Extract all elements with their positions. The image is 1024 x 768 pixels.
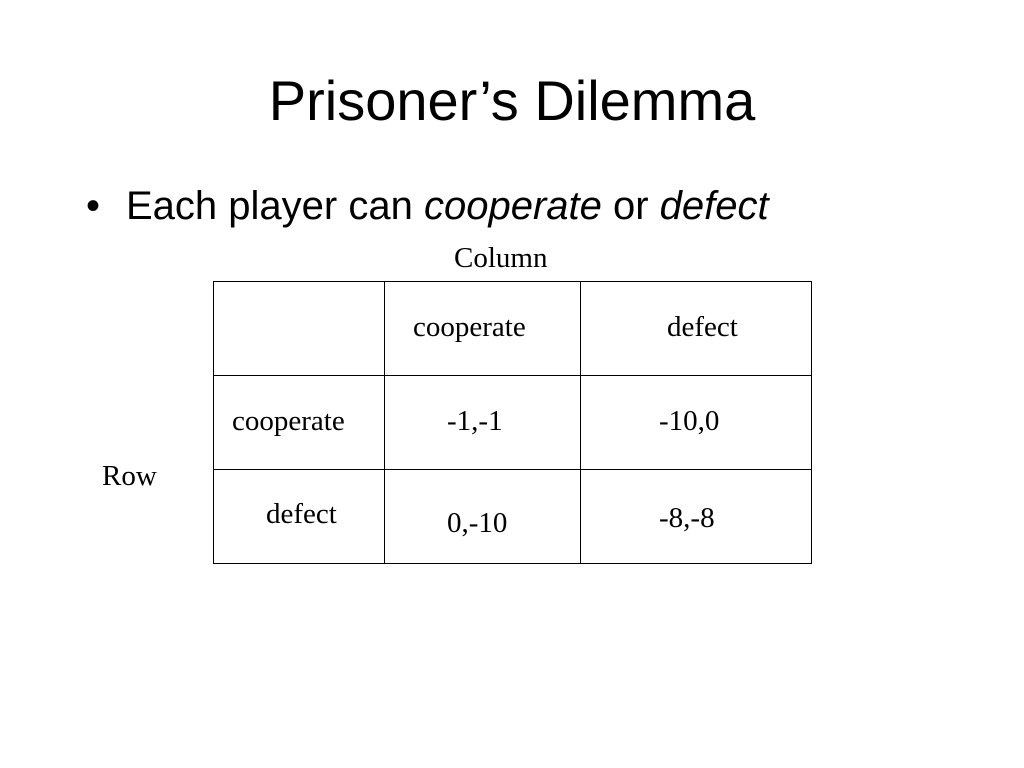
- column-header-defect-text: defect: [667, 311, 738, 343]
- bullet-text-middle: or: [601, 184, 660, 228]
- payoff-cell: 0,-10: [384, 469, 581, 564]
- bullet-marker: •: [86, 184, 101, 228]
- column-header-cooperate-text: cooperate: [413, 311, 526, 343]
- bullet-emphasis-defect: defect: [659, 184, 769, 228]
- matrix-row-defect: defect 0,-10 -8,-8: [213, 469, 812, 564]
- row-header-defect: defect: [213, 469, 385, 564]
- bullet-text-before: Each player can: [126, 184, 424, 228]
- bullet-emphasis-cooperate: cooperate: [423, 184, 602, 228]
- payoff-cell: -10,0: [580, 375, 812, 470]
- slide-title: Prisoner’s Dilemma: [268, 69, 756, 132]
- payoff-cell: -1,-1: [384, 375, 581, 470]
- payoff-cell: -8,-8: [580, 469, 812, 564]
- payoff-matrix: cooperate defect cooperate -1,-1 -10,0 d…: [213, 281, 812, 564]
- row-header-defect-text: defect: [266, 498, 337, 530]
- column-player-label: Column: [454, 242, 548, 274]
- row-header-cooperate: cooperate: [213, 375, 385, 470]
- matrix-corner-cell: [213, 281, 385, 376]
- matrix-header-row: cooperate defect: [213, 281, 812, 376]
- column-header-defect: defect: [580, 281, 812, 376]
- payoff-value: -8,-8: [659, 502, 715, 534]
- row-header-cooperate-text: cooperate: [232, 405, 345, 437]
- column-header-cooperate: cooperate: [384, 281, 581, 376]
- payoff-value: -10,0: [659, 405, 720, 437]
- bullet-point: • Each player can cooperate or defect: [86, 180, 769, 232]
- payoff-value: 0,-10: [447, 507, 508, 539]
- payoff-value: -1,-1: [447, 405, 503, 437]
- matrix-row-cooperate: cooperate -1,-1 -10,0: [213, 375, 812, 470]
- row-player-label: Row: [102, 460, 157, 492]
